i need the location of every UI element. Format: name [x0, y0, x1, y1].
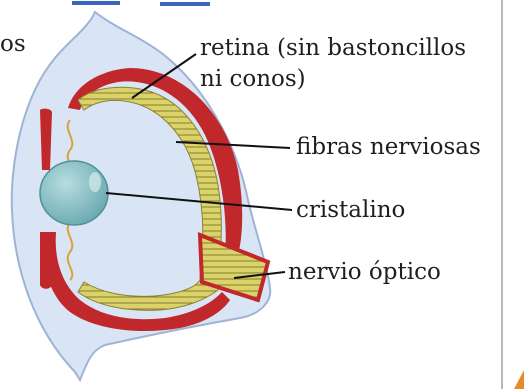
corner-accent	[514, 370, 524, 389]
label-nervio-optico: nervio óptico	[288, 258, 441, 286]
lens-highlight	[89, 172, 101, 192]
label-retina-line1: retina (sin bastoncillos	[200, 34, 466, 62]
lens-cristalino	[40, 161, 108, 225]
label-retina-line2: ni conos)	[200, 65, 306, 93]
label-cristalino: cristalino	[296, 196, 405, 224]
label-fragment-left: os	[0, 30, 26, 58]
label-fibras-nerviosas: fibras nerviosas	[296, 133, 481, 161]
sclera-left-upper	[40, 109, 52, 170]
header-fragment	[72, 3, 210, 4]
sclera-left-lower	[40, 232, 52, 289]
